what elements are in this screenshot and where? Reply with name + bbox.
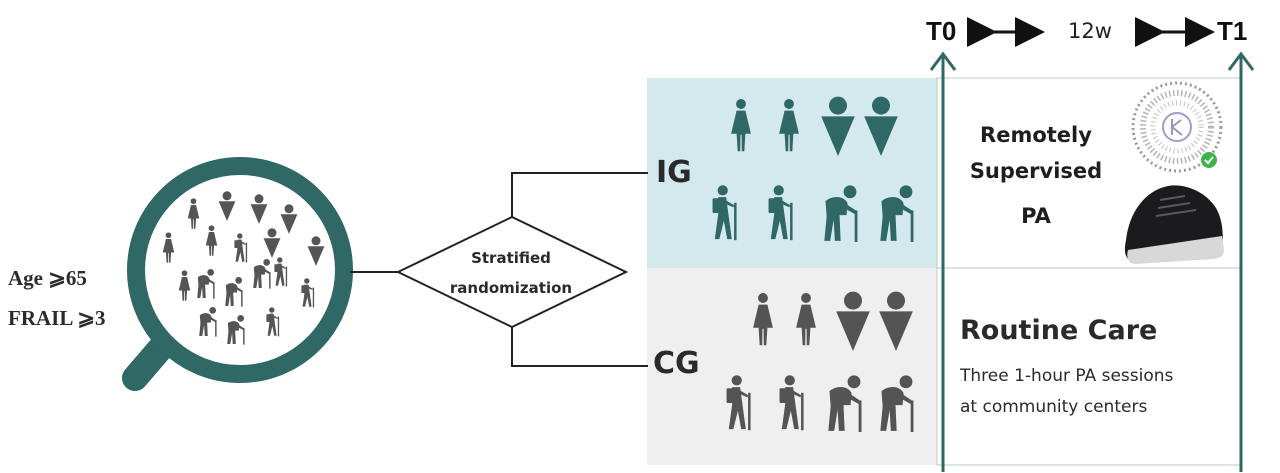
randomization-diamond <box>395 215 629 329</box>
ig-intervention-line1: Remotely <box>980 123 1092 147</box>
cg-title: Routine Care <box>960 315 1158 346</box>
ig-intervention-line2: Supervised <box>969 159 1103 183</box>
cg-description-line1: Three 1-hour PA sessions <box>960 366 1174 386</box>
randomization-label-line2: randomization <box>449 279 573 297</box>
qr-code-icon <box>1131 81 1223 173</box>
timeline-end-label: T1 <box>1217 16 1248 46</box>
frail-criterion: FRAIL ⩾3 <box>8 306 106 330</box>
cg-description-line2: at community centers <box>960 397 1148 417</box>
randomization-label-line1: Stratified <box>471 249 551 267</box>
cg-branch-line <box>511 327 648 367</box>
ig-intervention-line3: PA <box>1021 204 1051 228</box>
magnifying-glass-icon <box>122 157 353 391</box>
ig-label: IG <box>656 155 692 190</box>
age-criterion: Age ⩾65 <box>8 266 87 290</box>
ig-branch-line <box>511 172 648 217</box>
timeline-start-label: T0 <box>926 16 957 46</box>
cg-label: CG <box>653 346 700 381</box>
timeline-duration-label: 12w <box>1068 19 1112 43</box>
shoe-icon <box>1124 185 1224 264</box>
